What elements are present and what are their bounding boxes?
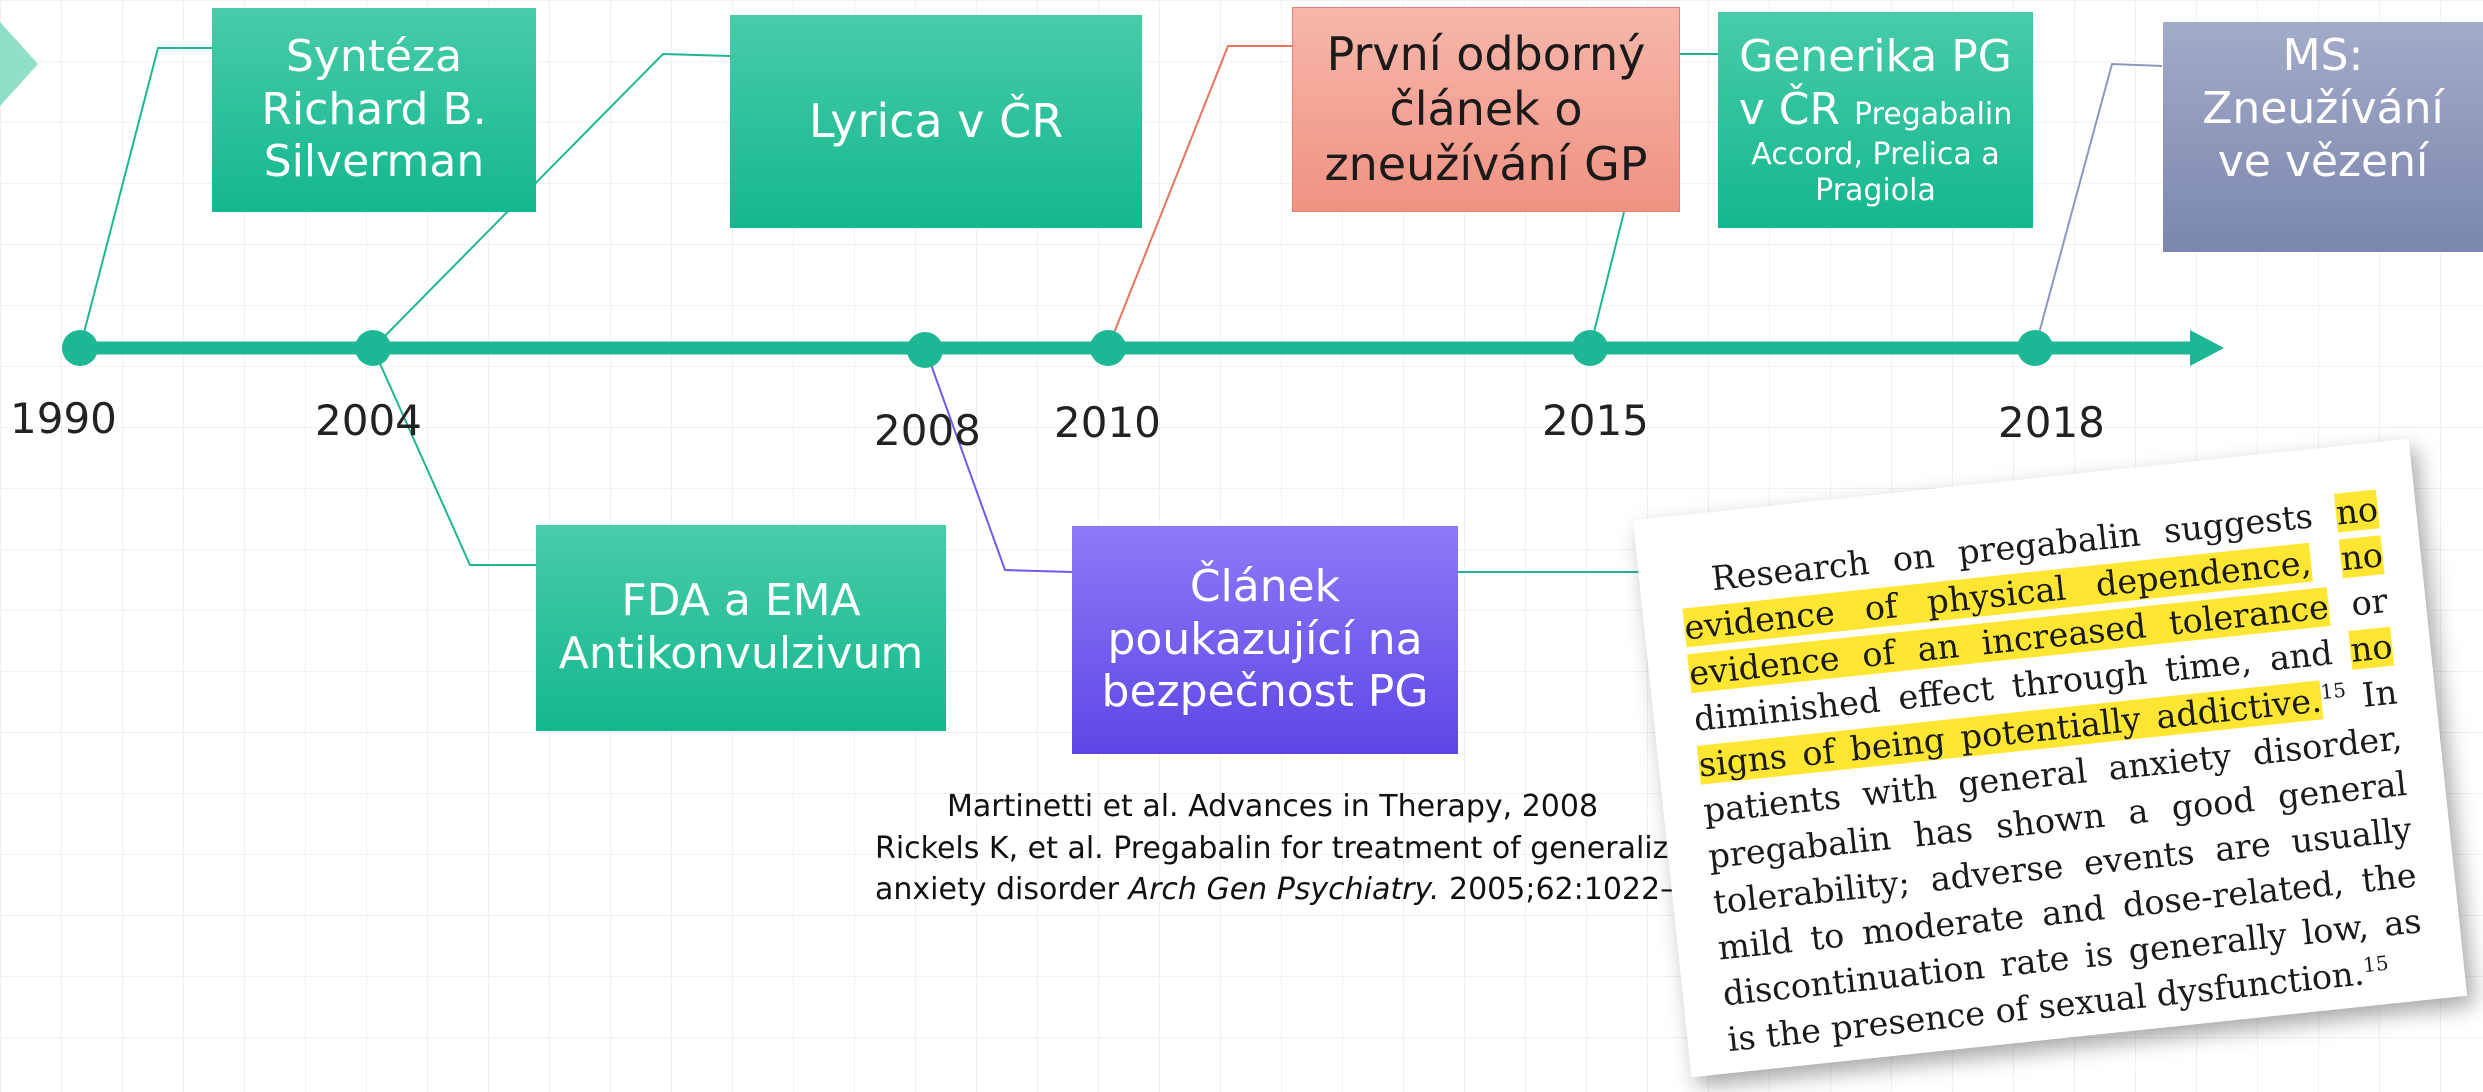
reference-rickels-line-1: Rickels K, et al. Pregabalin for treatme… bbox=[875, 831, 1706, 866]
reference-rickels-line-2: anxiety disorder Arch Gen Psychiatry. 20… bbox=[875, 870, 1761, 911]
marker-2015 bbox=[1572, 330, 1608, 366]
reference-rickels-journal: Arch Gen Psychiatry. bbox=[1128, 871, 1440, 907]
event-fda-line-1: FDA a EMA bbox=[621, 575, 861, 627]
decorative-triangle bbox=[0, 22, 38, 106]
event-ms-box: MS: Zneužívání ve vězení bbox=[2163, 22, 2483, 252]
excerpt-text-2 bbox=[2309, 540, 2343, 582]
year-2015: 2015 bbox=[1542, 396, 1649, 445]
year-2010: 2010 bbox=[1054, 398, 1161, 447]
paper-excerpt-image: Research on pregabalin suggests no evide… bbox=[1632, 438, 2468, 1078]
marker-2018 bbox=[2017, 330, 2053, 366]
event-clanek-line-2: poukazující na bbox=[1107, 613, 1423, 665]
event-fda-line-2: Antikonvulzivum bbox=[558, 628, 924, 679]
connector-2018-ms bbox=[2034, 62, 2163, 349]
event-prvni-clanek-box: První odborný článek o zneužívání GP bbox=[1292, 7, 1680, 212]
connector-2015-generika bbox=[1589, 211, 1625, 349]
event-clanek-line-1: Článek bbox=[1189, 560, 1341, 612]
year-2004: 2004 bbox=[315, 396, 422, 445]
event-lyrica-label: Lyrica v ČR bbox=[808, 93, 1064, 148]
event-fda-ema-box: FDA a EMA Antikonvulzivum bbox=[536, 525, 946, 731]
event-lyrica-box: Lyrica v ČR bbox=[730, 15, 1142, 228]
event-synteza-line-2: Richard B. bbox=[261, 83, 487, 135]
event-generika-detail-c: Pragiola bbox=[1815, 172, 1936, 208]
reference-rickels: Rickels K, et al. Pregabalin for treatme… bbox=[875, 829, 1761, 910]
event-generika-detail-a: Pregabalin bbox=[1854, 97, 2013, 132]
event-generika-box: Generika PG v ČR Pregabalin Accord, Prel… bbox=[1718, 12, 2033, 228]
timeline-arrowhead bbox=[2190, 330, 2224, 366]
event-synteza-line-3: Silverman bbox=[263, 136, 485, 188]
connector-2008-clanek bbox=[924, 347, 1073, 573]
event-clanek-line-3: bezpečnost PG bbox=[1101, 666, 1429, 718]
event-generika-title-b: v ČR bbox=[1738, 84, 1841, 135]
marker-1990 bbox=[62, 330, 98, 366]
marker-2004 bbox=[355, 330, 391, 366]
event-prvni-line-2: článek o bbox=[1389, 81, 1583, 136]
event-prvni-line-1: První odborný bbox=[1326, 26, 1646, 81]
year-2008: 2008 bbox=[874, 406, 981, 455]
event-ms-line-1: MS: bbox=[2282, 30, 2364, 81]
connector-1990-synteza bbox=[79, 47, 212, 349]
excerpt-superscript-2: 15 bbox=[2361, 950, 2390, 978]
event-prvni-line-3: zneužívání GP bbox=[1324, 137, 1648, 192]
event-clanek-bezpecnost-box: Článek poukazující na bezpečnost PG bbox=[1072, 526, 1458, 754]
event-ms-line-3: ve vězení bbox=[2217, 135, 2429, 187]
event-ms-line-2: Zneužívání bbox=[2202, 82, 2444, 134]
event-synteza-box: Syntéza Richard B. Silverman bbox=[212, 8, 536, 212]
reference-martinetti: Martinetti et al. Advances in Therapy, 2… bbox=[947, 789, 1599, 824]
paper-excerpt-text: Research on pregabalin suggests no evide… bbox=[1633, 439, 2466, 1068]
excerpt-superscript-1: 15 bbox=[2319, 677, 2348, 705]
event-generika-detail-b: Accord, Prelica a bbox=[1751, 136, 2000, 172]
connector-2004-fda bbox=[372, 347, 536, 566]
event-generika-title-a: Generika PG bbox=[1739, 31, 2012, 83]
year-1990: 1990 bbox=[10, 394, 117, 443]
connector-2010-prvni bbox=[1107, 45, 1292, 349]
year-2018: 2018 bbox=[1998, 398, 2105, 447]
reference-rickels-prefix: anxiety disorder bbox=[875, 871, 1129, 907]
event-generika-title-line: v ČR Pregabalin bbox=[1739, 84, 2013, 137]
marker-2008 bbox=[907, 332, 943, 368]
marker-2010 bbox=[1090, 330, 1126, 366]
connector-2004-lyrica bbox=[372, 52, 731, 349]
event-synteza-line-1: Syntéza bbox=[285, 30, 463, 82]
